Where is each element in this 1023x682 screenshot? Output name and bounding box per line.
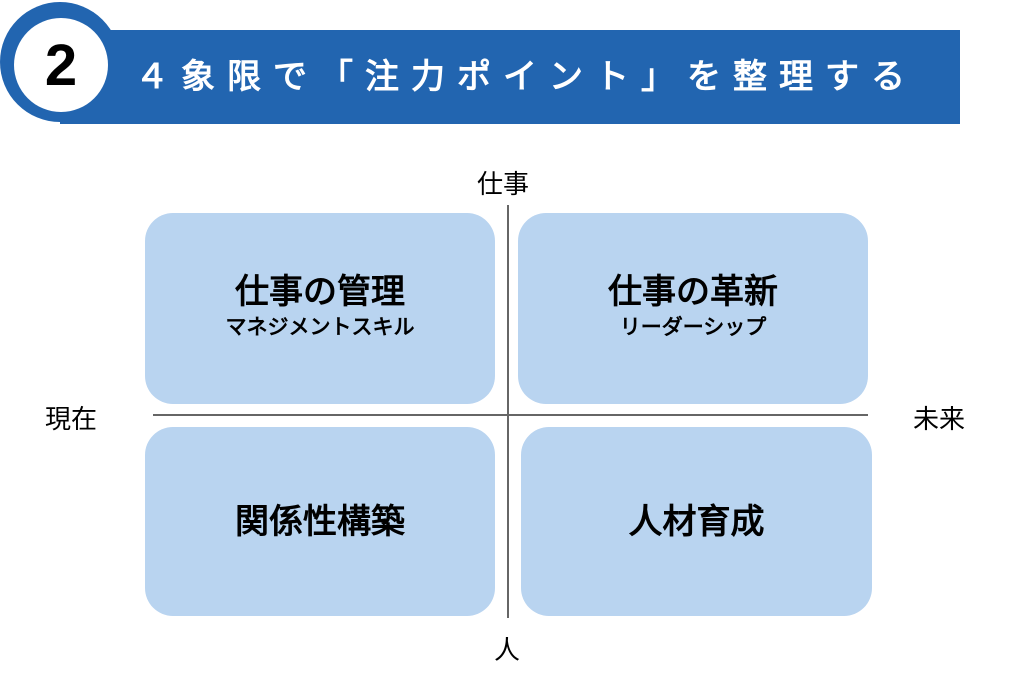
axis-label-right: 未来 <box>913 405 966 435</box>
quadrant-title: 仕事の管理 <box>235 272 405 312</box>
vertical-axis <box>507 205 509 618</box>
axis-label-left: 現在 <box>45 405 98 435</box>
quadrant-subtitle: リーダーシップ <box>619 315 767 339</box>
quadrant-top-right: 仕事の革新 リーダーシップ <box>518 213 868 404</box>
title-banner <box>60 30 960 124</box>
step-number-text: 2 <box>14 18 108 112</box>
quadrant-bottom-right: 人材育成 <box>521 427 872 616</box>
horizontal-axis <box>153 414 868 416</box>
quadrant-title: 人材育成 <box>628 501 765 542</box>
axis-label-top: 仕事 <box>477 170 530 200</box>
quadrant-title: 関係性構築 <box>235 501 405 542</box>
axis-label-bottom: 人 <box>494 636 521 666</box>
quadrant-top-left: 仕事の管理 マネジメントスキル <box>145 213 495 404</box>
page-title: ４象限で「注力ポイント」を整理する <box>135 57 917 97</box>
quadrant-bottom-left: 関係性構築 <box>145 427 495 616</box>
quadrant-subtitle: マネジメントスキル <box>225 315 415 339</box>
quadrant-title: 仕事の革新 <box>608 272 778 312</box>
step-number-badge-overlay: 2 <box>0 2 120 122</box>
